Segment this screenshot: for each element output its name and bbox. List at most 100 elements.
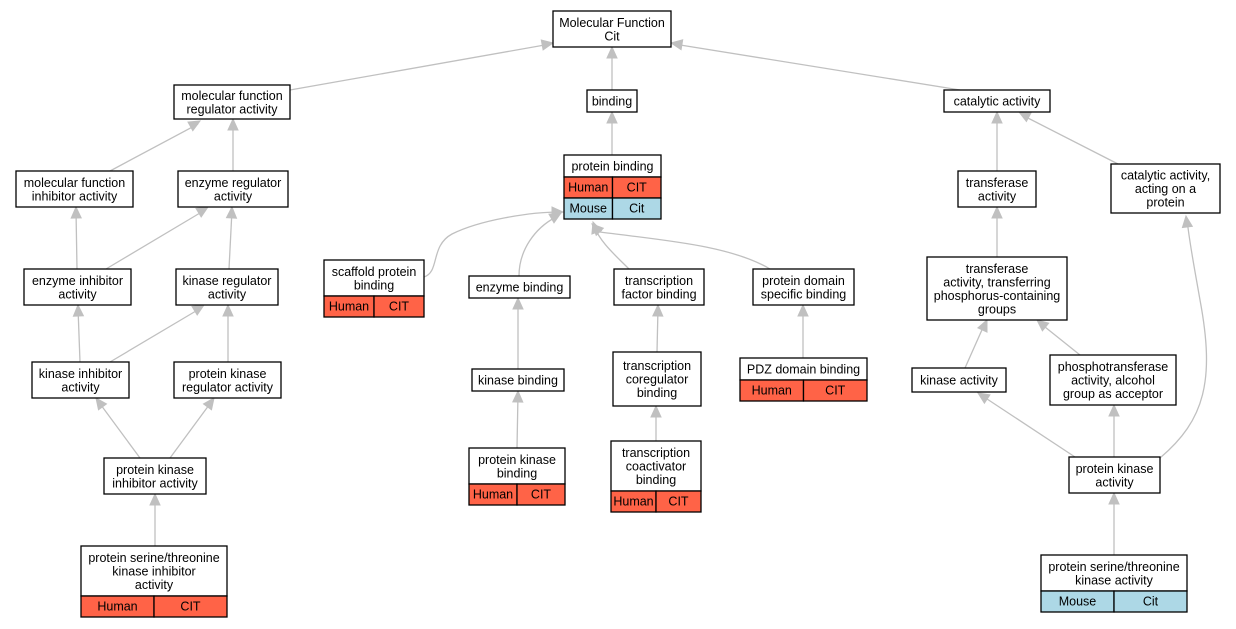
gene-cell bbox=[153, 595, 228, 618]
species-label: Human bbox=[752, 384, 792, 398]
node-label-line: activity, alcohol bbox=[1071, 374, 1155, 388]
go-node-enzyme-binding[interactable]: enzyme binding bbox=[468, 275, 571, 299]
go-node-kinase-binding[interactable]: kinase binding bbox=[471, 368, 565, 392]
node-label-line: binding bbox=[636, 473, 676, 487]
species-label: Human bbox=[329, 300, 369, 314]
arrowhead-icon bbox=[512, 296, 524, 310]
node-box bbox=[752, 268, 855, 306]
edge-line bbox=[1159, 218, 1208, 459]
node-label-line: factor binding bbox=[621, 287, 696, 301]
edge-kinase-regulator-to-enzyme-regulator bbox=[225, 205, 238, 270]
node-box bbox=[468, 275, 571, 299]
node-label-line: Molecular Function bbox=[559, 16, 665, 30]
edge-tcoreg-to-tf-binding bbox=[652, 303, 664, 353]
edge-line bbox=[109, 123, 199, 172]
edge-mf-regulator-to-molecular-function bbox=[289, 39, 557, 91]
gene-label: Cit bbox=[1143, 595, 1159, 609]
edge-pk-activity-to-kinase-activity bbox=[976, 392, 1076, 458]
node-label-line: group as acceptor bbox=[1063, 387, 1163, 401]
edge-pk-inhibitor-to-pk-regulator bbox=[169, 397, 215, 459]
node-label-line: transferase bbox=[966, 176, 1029, 190]
arrowhead-icon bbox=[187, 120, 202, 132]
edge-line bbox=[97, 400, 141, 459]
edge-mf-inhibitor-to-mf-regulator bbox=[109, 120, 202, 172]
edge-pk-activity-to-phosphotransferase bbox=[1108, 403, 1120, 457]
node-label-line: protein kinase bbox=[1076, 462, 1154, 476]
arrowhead-icon bbox=[606, 110, 618, 124]
node-box bbox=[926, 256, 1068, 321]
edge-enzyme-inhibitor-to-enzyme-regulator bbox=[105, 206, 210, 270]
arrowhead-icon bbox=[70, 205, 82, 219]
arrowhead-icon bbox=[202, 397, 215, 411]
node-box bbox=[173, 361, 282, 399]
go-node-catalytic[interactable]: catalytic activity bbox=[943, 89, 1051, 113]
node-label-line: activity bbox=[214, 189, 253, 203]
node-label-line: acting on a bbox=[1135, 182, 1196, 196]
arrowhead-icon bbox=[225, 205, 238, 219]
node-label-line: activity bbox=[61, 380, 100, 394]
node-box bbox=[468, 447, 566, 485]
node-label-line: kinase inhibitor bbox=[112, 565, 195, 579]
edge-line bbox=[516, 393, 519, 449]
node-box bbox=[943, 89, 1051, 113]
edge-line bbox=[980, 394, 1076, 458]
species-label: Mouse bbox=[569, 202, 607, 216]
node-box bbox=[586, 89, 638, 113]
node-box bbox=[31, 361, 130, 399]
edge-line bbox=[105, 209, 206, 270]
node-box bbox=[612, 351, 702, 407]
edge-binding-to-molecular-function bbox=[606, 45, 618, 90]
edge-line bbox=[423, 211, 561, 278]
node-label-line: kinase inhibitor bbox=[39, 367, 122, 381]
edge-pdz-to-pd-binding bbox=[797, 303, 809, 358]
edge-tcoact-to-tcoreg bbox=[650, 404, 662, 441]
arrowhead-icon bbox=[548, 212, 563, 224]
species-label: Human bbox=[613, 495, 653, 509]
node-label-line: transferase bbox=[966, 262, 1029, 276]
node-label-line: scaffold protein bbox=[332, 265, 417, 279]
go-node-kinase-activity[interactable]: kinase activity bbox=[911, 367, 1007, 393]
node-label-line: kinase activity bbox=[920, 374, 999, 388]
node-label-line: phosphotransferase bbox=[1058, 360, 1169, 374]
edge-kinase-activity-to-transferase-p bbox=[964, 318, 988, 369]
node-label-line: protein kinase bbox=[478, 453, 556, 467]
arrowhead-icon bbox=[591, 223, 605, 237]
node-label-line: binding bbox=[592, 95, 632, 109]
arrowhead-icon bbox=[512, 389, 524, 403]
arrowhead-icon bbox=[72, 303, 85, 317]
edge-pk-inhibitor-to-kinase-inhibitor bbox=[95, 397, 141, 459]
arrowhead-icon bbox=[195, 206, 210, 218]
arrowhead-icon bbox=[669, 39, 684, 51]
edge-line bbox=[518, 216, 557, 277]
go-node-binding[interactable]: binding bbox=[586, 89, 638, 113]
edge-line bbox=[593, 225, 771, 270]
node-box bbox=[1068, 456, 1161, 494]
node-label-line: molecular function bbox=[181, 89, 282, 103]
gene-cell bbox=[655, 490, 702, 513]
